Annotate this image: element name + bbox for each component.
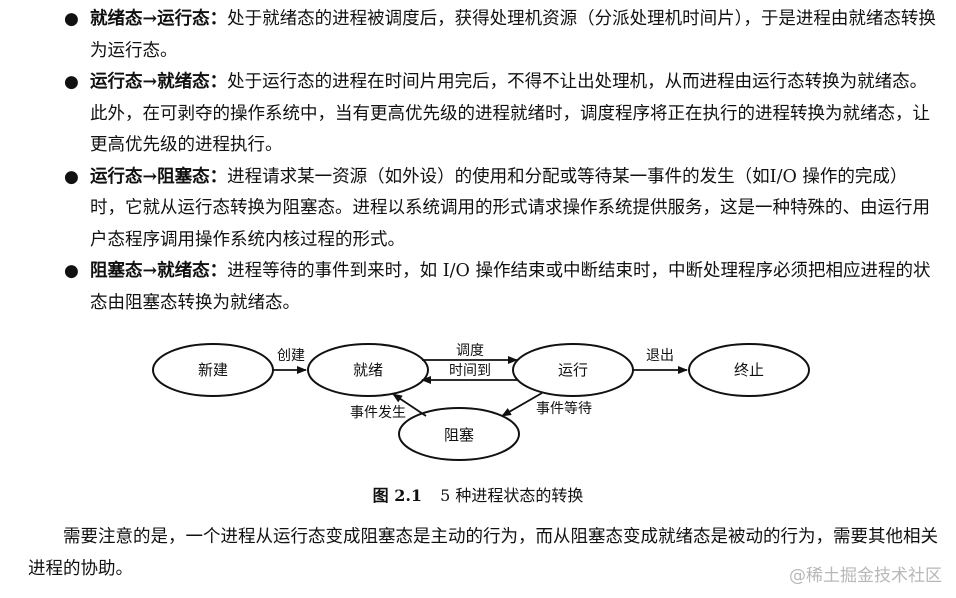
- bullet-term: 运行态→就绪态：: [90, 72, 228, 92]
- transition-label-event-occurs: 事件发生: [350, 405, 406, 421]
- state-label-ready: 就绪: [353, 361, 383, 379]
- process-state-diagram: 新建 就绪 运行 终止 阻塞 创建 调度 时间到 退出 事件等待 事件发生: [150, 336, 840, 464]
- state-label-blocked: 阻塞: [444, 426, 474, 444]
- bullet-text: 处于就绪态的进程被调度后，获得处理机资源（分派处理机时间片），于是进程由就绪态转…: [90, 9, 936, 61]
- transition-label-dispatch: 调度: [456, 343, 484, 359]
- state-label-running: 运行: [558, 361, 588, 379]
- bullet-item-ready-to-running: ● 就绪态→运行态：处于就绪态的进程被调度后，获得处理机资源（分派处理机时间片），…: [62, 4, 942, 67]
- state-node-blocked: [398, 407, 520, 461]
- arrow-wait-event: [501, 392, 543, 417]
- state-node-ready: [307, 343, 429, 397]
- bullet-term: 就绪态→运行态：: [90, 9, 228, 29]
- figure-title: 5 种进程状态的转换: [440, 486, 584, 505]
- bullet-item-running-to-blocked: ● 运行态→阻塞态：进程请求某一资源（如外设）的使用和分配或等待某一事件的发生（如…: [62, 162, 942, 257]
- state-label-new: 新建: [198, 361, 228, 379]
- figure-caption: 图 2.1 5 种进程状态的转换: [0, 482, 956, 506]
- bullet-list: ● 就绪态→运行态：处于就绪态的进程被调度后，获得处理机资源（分派处理机时间片），…: [62, 4, 942, 319]
- bullet-item-running-to-ready: ● 运行态→就绪态：处于运行态的进程在时间片用完后，不得不让出处理机，从而进程由运…: [62, 67, 942, 162]
- bullet-text: 处于运行态的进程在时间片用完后，不得不让出处理机，从而进程由运行态转换为就绪态。…: [90, 72, 930, 155]
- bullet-dot-icon: ●: [64, 261, 79, 281]
- state-label-terminated: 终止: [734, 361, 764, 379]
- body-paragraph: 需要注意的是，一个进程从运行态变成阻塞态是主动的行为，而从阻塞态变成就绪态是被动…: [28, 527, 938, 579]
- bullet-term: 阻塞态→就绪态：: [90, 261, 228, 281]
- bullet-dot-icon: ●: [64, 72, 79, 92]
- bullet-term: 运行态→阻塞态：: [90, 166, 228, 187]
- figure-number: 图 2.1: [372, 486, 423, 505]
- transition-label-exit: 退出: [646, 348, 674, 364]
- bullet-dot-icon: ●: [64, 166, 79, 187]
- bullet-item-blocked-to-ready: ● 阻塞态→就绪态：进程等待的事件到来时，如 I/O 操作结束或中断结束时，中断处…: [62, 256, 942, 319]
- bullet-text: 进程等待的事件到来时，如 I/O 操作结束或中断结束时，中断处理程序必须把相应进…: [90, 261, 931, 313]
- transition-label-timeout: 时间到: [449, 363, 491, 379]
- transition-label-wait-event: 事件等待: [536, 400, 592, 417]
- transition-label-create: 创建: [277, 348, 305, 364]
- state-diagram-svg: 新建 就绪 运行 终止 阻塞 创建 调度 时间到 退出 事件等待 事件发生: [152, 343, 810, 461]
- arrow-event-occurs: [392, 393, 427, 417]
- state-node-terminated: [688, 343, 810, 397]
- watermark-text: @稀土掘金技术社区: [789, 566, 942, 586]
- bullet-text: 进程请求某一资源（如外设）的使用和分配或等待某一事件的发生（如I/O 操作的完成…: [90, 166, 930, 250]
- bullet-dot-icon: ●: [64, 9, 79, 29]
